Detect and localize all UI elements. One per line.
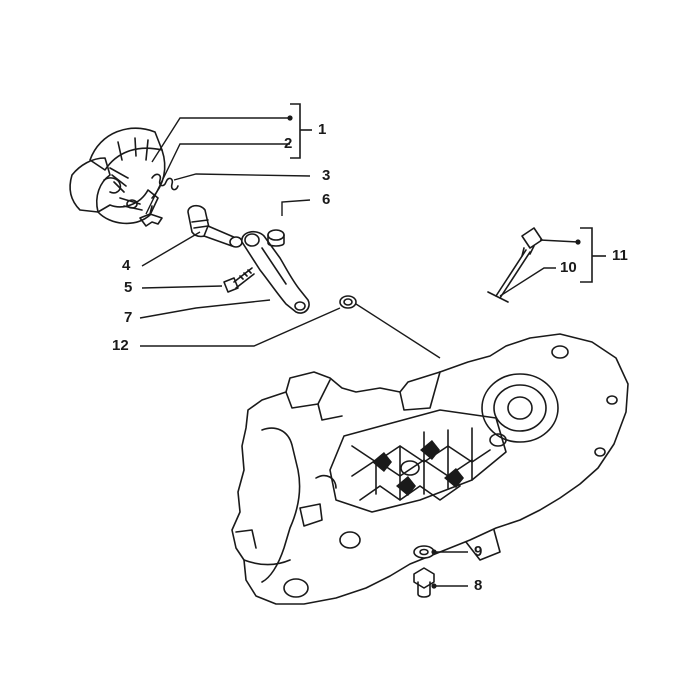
- leader-lines: [139, 117, 579, 587]
- callout-6: 6: [322, 191, 331, 208]
- brake-shoes-drawing: [69, 127, 166, 225]
- callout-2: 2: [284, 135, 293, 152]
- spring-clip-drawing: [139, 205, 163, 227]
- callout-9: 9: [474, 543, 483, 560]
- ring-drawing: [339, 295, 357, 309]
- spring-drawing: [151, 173, 179, 191]
- washer-drawing: [413, 545, 435, 559]
- callout-4: 4: [122, 257, 131, 274]
- callout-11: 11: [612, 247, 628, 264]
- callout-3: 3: [322, 167, 331, 184]
- drain-plug-drawing: [413, 567, 435, 598]
- dipstick-drawing: [487, 227, 543, 303]
- brake-cam-drawing: [187, 204, 243, 248]
- brake-lever-drawing: [241, 230, 310, 314]
- bolt-drawing: [223, 267, 255, 293]
- callout-12: 12: [112, 337, 129, 354]
- leader-dots: [287, 115, 581, 589]
- callout-1: 1: [318, 121, 327, 138]
- callout-5: 5: [124, 279, 133, 296]
- callout-7: 7: [124, 309, 133, 326]
- callout-10: 10: [560, 259, 577, 276]
- bush-drawing: [267, 229, 285, 247]
- callout-bracket-group-1: [290, 103, 312, 159]
- crankcase-drawing: [231, 333, 629, 605]
- callout-8: 8: [474, 577, 483, 594]
- callout-bracket-group-11: [580, 227, 606, 283]
